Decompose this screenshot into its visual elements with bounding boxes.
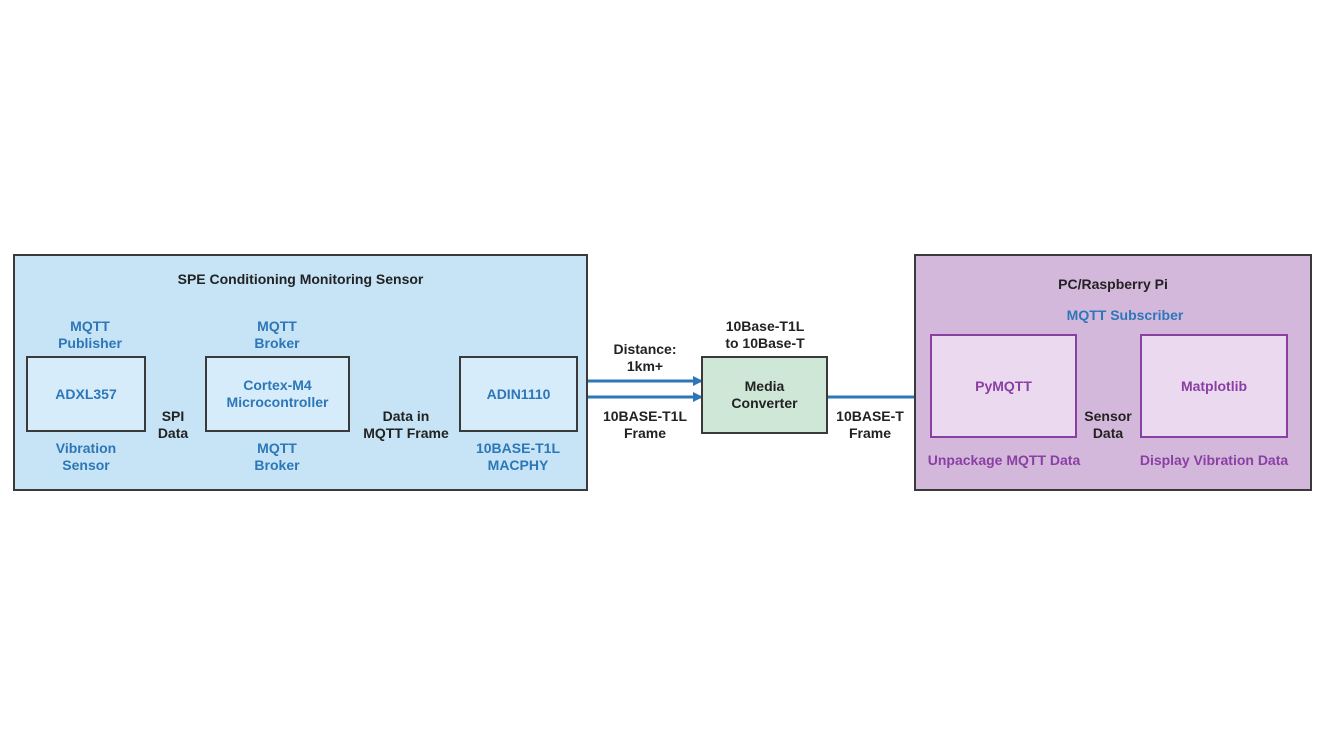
- t-frame-label: 10BASE-T Frame: [836, 408, 904, 441]
- pymqtt-block: PyMQTT: [930, 334, 1077, 438]
- cortex-m4-block: Cortex-M4 Microcontroller: [205, 356, 350, 432]
- cortex-role-bottom: MQTT Broker: [254, 440, 300, 473]
- adxl357-label: ADXL357: [55, 385, 117, 402]
- adin1110-block: ADIN1110: [459, 356, 578, 432]
- pc-group-title: PC/Raspberry Pi: [1058, 276, 1168, 292]
- mqtt-frame-label: Data in MQTT Frame: [363, 408, 449, 441]
- matplotlib-label: Matplotlib: [1180, 377, 1248, 394]
- cortex-m4-label: Cortex-M4 Microcontroller: [226, 377, 329, 410]
- adxl-role-top: MQTT Publisher: [58, 318, 122, 351]
- t1l-frame-label: 10BASE-T1L Frame: [602, 408, 688, 441]
- matplotlib-block: Matplotlib: [1140, 334, 1288, 438]
- pymqtt-label: PyMQTT: [975, 377, 1032, 394]
- matplotlib-role-bottom: Display Vibration Data: [1139, 452, 1289, 468]
- spe-group-title: SPE Conditioning Monitoring Sensor: [177, 271, 424, 287]
- media-converter-block: Media Converter: [701, 356, 828, 434]
- adin-role-bottom: 10BASE-T1L MACPHY: [475, 440, 561, 473]
- pymqtt-role-bottom: Unpackage MQTT Data: [927, 452, 1081, 468]
- media-converter-label: Media Converter: [731, 378, 798, 411]
- sensor-data-label: Sensor Data: [1084, 408, 1132, 441]
- adxl-role-bottom: Vibration Sensor: [55, 440, 117, 473]
- adxl357-block: ADXL357: [26, 356, 146, 432]
- adin1110-label: ADIN1110: [486, 385, 551, 402]
- spi-data-label: SPI Data: [157, 408, 189, 441]
- converter-role-top: 10Base-T1L to 10Base-T: [725, 318, 805, 351]
- cortex-role-top: MQTT Broker: [254, 318, 300, 351]
- mqtt-subscriber-label: MQTT Subscriber: [1066, 307, 1184, 323]
- distance-label: Distance: 1km+: [613, 341, 677, 374]
